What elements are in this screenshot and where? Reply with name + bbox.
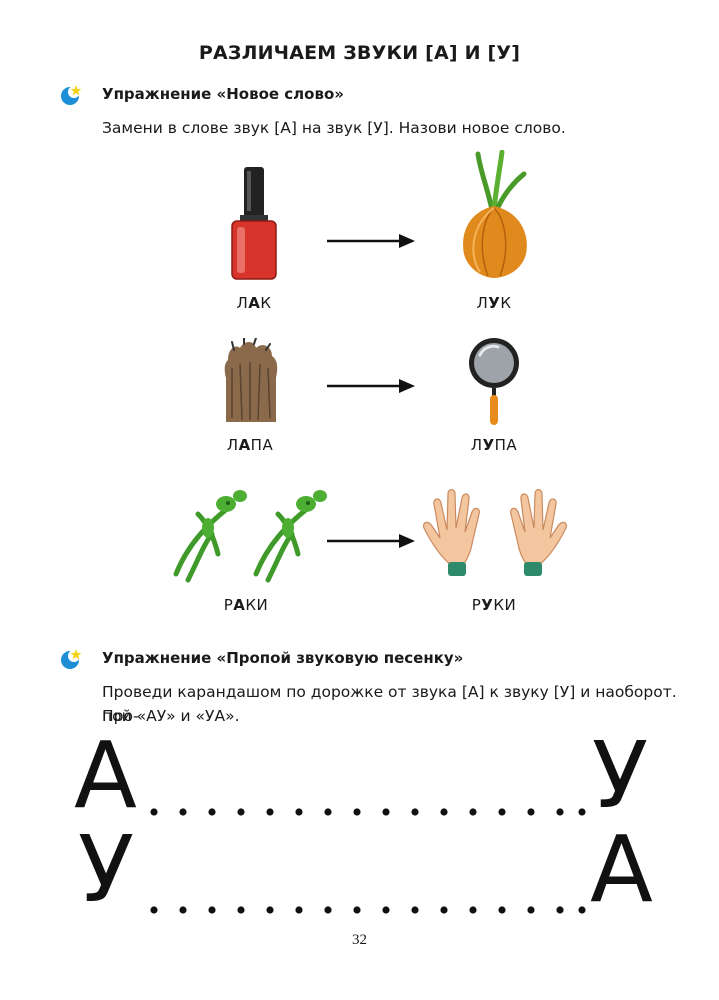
trace-start-letter: А: [74, 722, 137, 829]
trace-end-letter: У: [592, 722, 649, 829]
word-luk: ЛУК: [476, 294, 512, 312]
crayfish-icon: [173, 490, 327, 583]
trace-start-letter: У: [78, 816, 135, 923]
exercise2-title: Упражнение «Пропой звуковую песенку»: [102, 649, 464, 667]
exercise1-instruction: Замени в слове звук [А] на звук [У]. Наз…: [102, 119, 566, 137]
word-lapa: ЛАПА: [226, 436, 274, 454]
word-lak: ЛАК: [236, 294, 272, 312]
magnifier-icon: [469, 338, 519, 425]
word-lupa: ЛУПА: [470, 436, 518, 454]
nail-polish-icon: [231, 167, 277, 280]
paw-icon: [224, 338, 278, 422]
moon-star-icon: [61, 649, 82, 669]
arrow-icon: [327, 379, 415, 393]
onion-icon: [463, 150, 527, 278]
arrow-icon: [327, 234, 415, 248]
word-ruki: РУКИ: [471, 596, 517, 614]
arrow-icon: [327, 534, 415, 548]
hands-icon: [423, 488, 567, 576]
exercise1-title: Упражнение «Новое слово»: [102, 85, 344, 103]
exercise2-instruction-line2: пой «АУ» и «УА».: [102, 707, 240, 725]
dotted-path[interactable]: [148, 805, 588, 819]
moon-star-icon: [61, 85, 82, 105]
trace-end-letter: А: [590, 816, 653, 923]
page-number: 32: [352, 932, 367, 948]
dotted-path[interactable]: [148, 903, 588, 917]
word-raki: РАКИ: [223, 596, 269, 614]
page-title: РАЗЛИЧАЕМ ЗВУКИ [А] И [У]: [198, 42, 521, 64]
exercise2-instruction-line1: Проведи карандашом по дорожке от звука […: [102, 683, 677, 725]
